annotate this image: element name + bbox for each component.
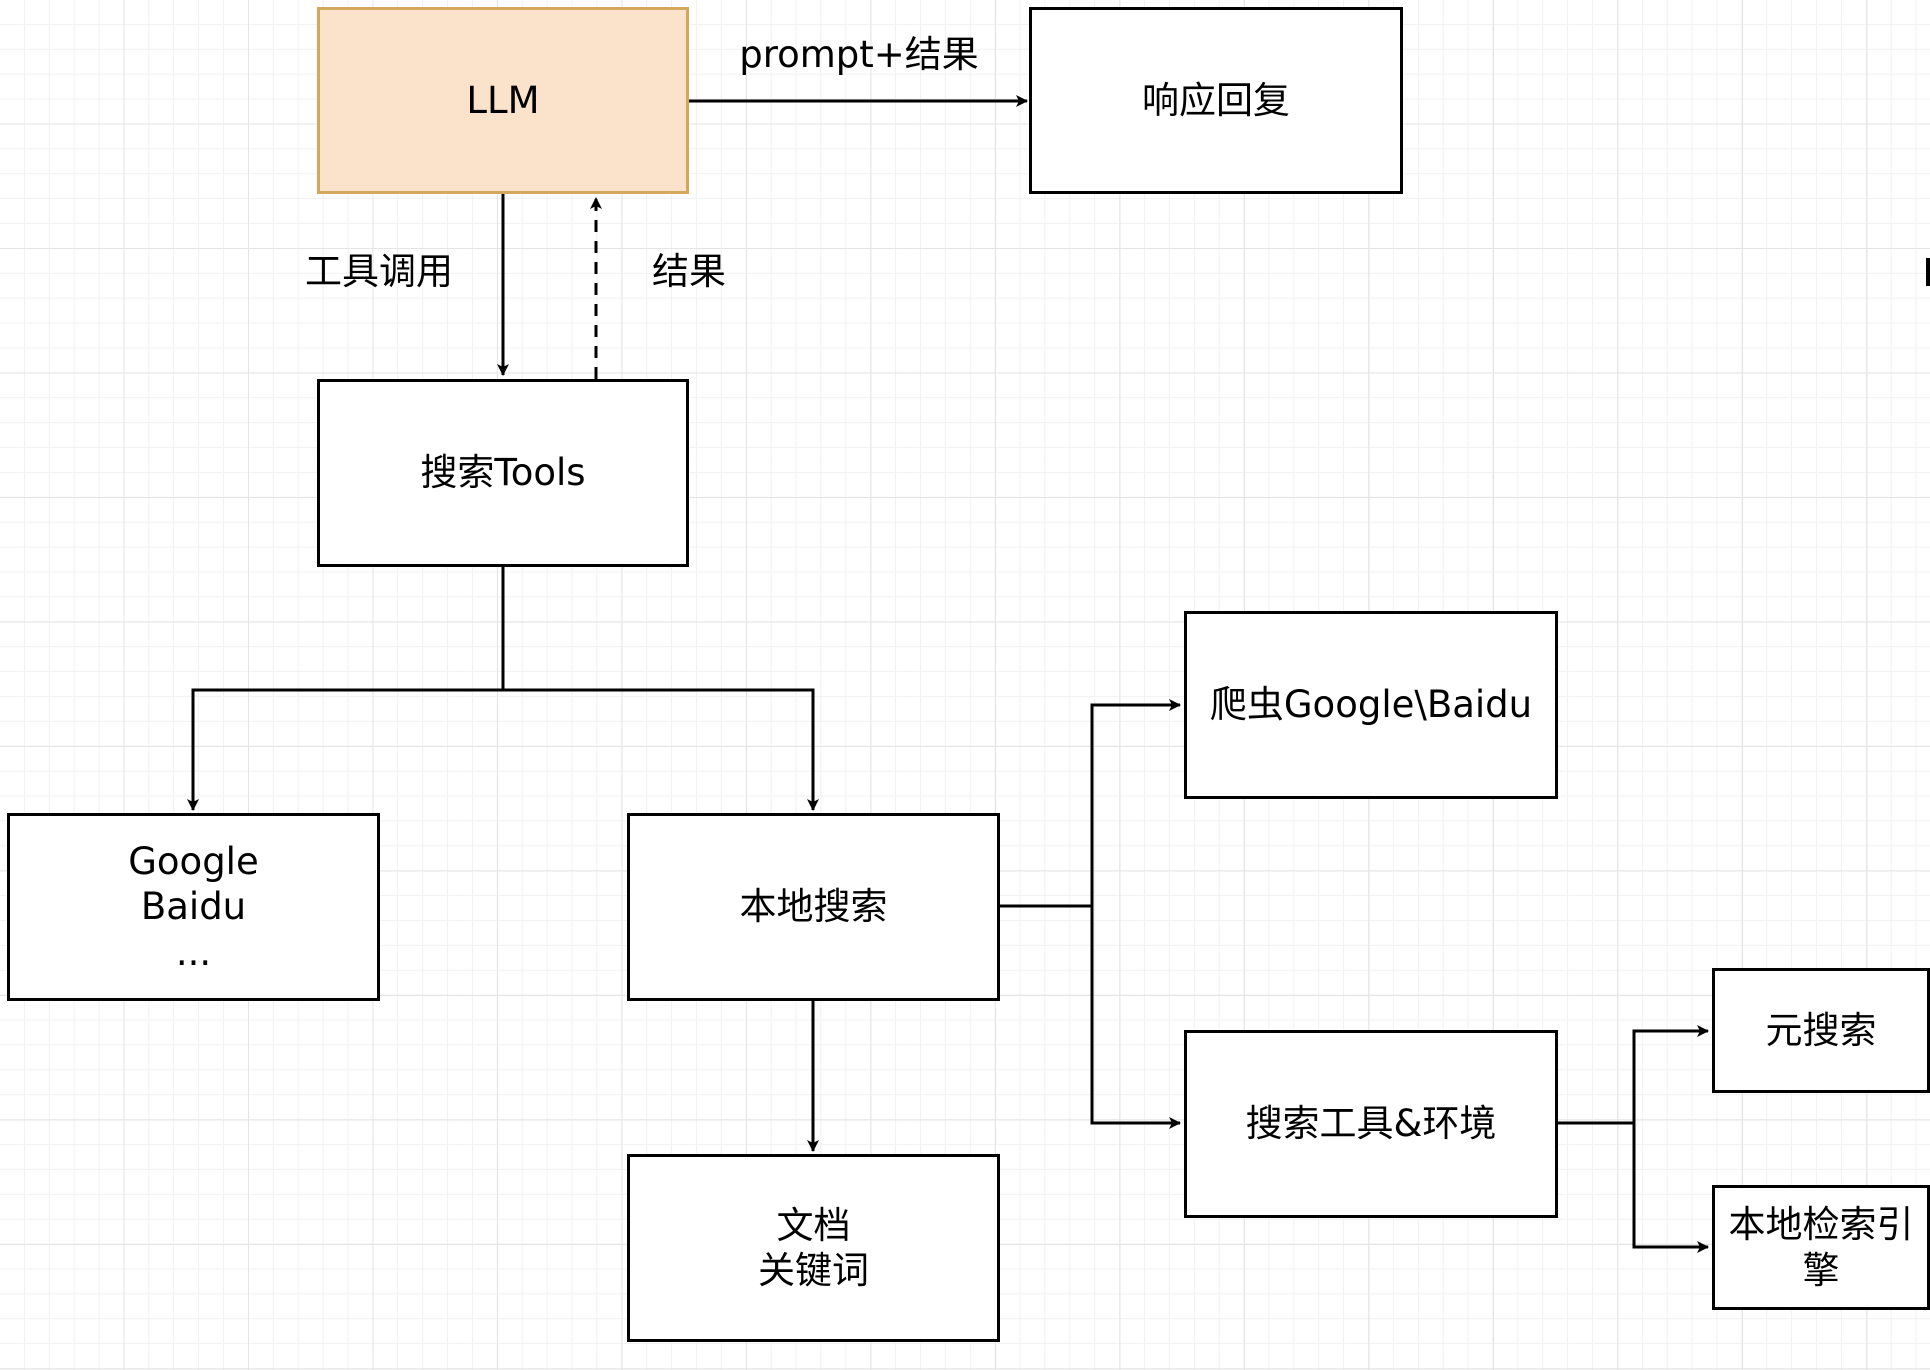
node-search-tools-env[interactable]: 搜索工具&环境 [1184, 1030, 1558, 1218]
node-local-engine[interactable]: 本地检索引擎 [1712, 1185, 1930, 1310]
node-crawler[interactable]: 爬虫Google\Baidu [1184, 611, 1558, 799]
node-search-tools-env-label: 搜索工具&环境 [1245, 1102, 1497, 1146]
node-doc-keywords-line-2: 关键词 [758, 1249, 869, 1292]
node-llm[interactable]: LLM [317, 7, 689, 194]
edge-search-tools-to-local [503, 688, 819, 811]
edge-label-result: 结果 [652, 250, 726, 293]
edge-label-tool-call: 工具调用 [305, 250, 453, 293]
node-web-search-line-3: ... [175, 930, 212, 974]
node-doc-keywords-line-1: 文档 [776, 1203, 851, 1247]
node-meta-search-label: 元搜索 [1765, 1008, 1877, 1052]
offscreen-element-fragment [1926, 258, 1930, 286]
node-local-search[interactable]: 本地搜索 [627, 813, 1000, 1001]
node-doc-keywords[interactable]: 文档 关键词 [627, 1154, 1000, 1342]
edge-env-to-meta [1558, 1025, 1709, 1125]
node-search-tools[interactable]: 搜索Tools [317, 379, 689, 567]
edge-label-prompt-result: prompt+结果 [739, 33, 979, 76]
node-llm-label: LLM [466, 78, 540, 122]
node-response-label: 响应回复 [1142, 78, 1290, 122]
edge-search-tools-to-web [187, 566, 505, 811]
edge-local-to-crawler [999, 699, 1181, 908]
node-web-search-line-1: Google [128, 840, 259, 884]
node-local-engine-label: 本地检索引擎 [1728, 1203, 1914, 1292]
edge-local-to-env [1090, 906, 1181, 1129]
node-meta-search[interactable]: 元搜索 [1712, 968, 1930, 1093]
node-search-tools-label: 搜索Tools [420, 451, 586, 495]
node-web-search[interactable]: Google Baidu ... [7, 813, 380, 1001]
node-response[interactable]: 响应回复 [1029, 7, 1403, 194]
node-local-search-label: 本地搜索 [739, 885, 888, 929]
node-web-search-line-2: Baidu [140, 885, 247, 929]
edge-env-to-engine [1632, 1123, 1709, 1253]
node-crawler-label: 爬虫Google\Baidu [1209, 683, 1533, 727]
